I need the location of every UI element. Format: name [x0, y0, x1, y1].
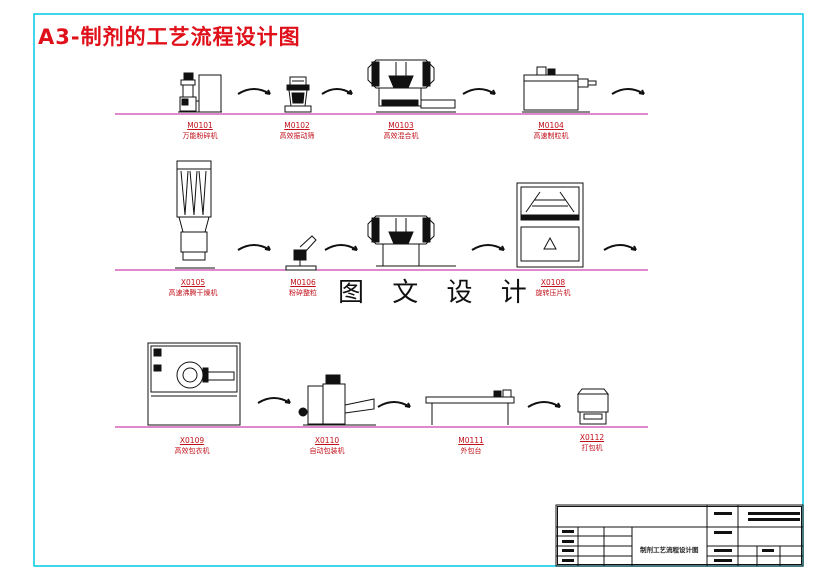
machine-name: 高效振动筛	[279, 132, 315, 140]
machine-name: 自动包装机	[309, 447, 345, 455]
machine-code: X0109	[179, 436, 205, 445]
machine-name: 旋转压片机	[535, 289, 571, 297]
machine-code: X0108	[540, 278, 566, 287]
machine-code: X0112	[579, 433, 605, 442]
strapping-icon	[576, 388, 610, 425]
machine-code: M0104	[538, 121, 564, 130]
dryer-icon	[175, 160, 215, 269]
flow-arrows	[237, 88, 645, 408]
mixer-icon	[367, 59, 456, 113]
machine-code: M0106	[290, 278, 316, 287]
title-block-drawing-name: 制剂工艺流程设计图	[640, 546, 699, 554]
machine-name: 高效包衣机	[174, 447, 210, 455]
grinder-icon	[285, 235, 317, 271]
machine-name: 高效混合机	[383, 132, 419, 140]
machine-code: M0111	[458, 436, 484, 445]
tablet-press-icon	[516, 182, 584, 268]
sheet-frame	[33, 13, 804, 567]
drawing-title: A3-制剂的工艺流程设计图	[38, 25, 301, 49]
machine-name: 粉碎整粒	[289, 289, 317, 297]
sieve-icon	[284, 76, 312, 113]
machine-code: X0110	[314, 436, 340, 445]
machine-name: 高速制粒机	[533, 132, 569, 140]
machine-name: 打包机	[581, 444, 603, 452]
table-icon	[425, 389, 515, 425]
machine-name: 高速沸腾干燥机	[168, 289, 218, 297]
machine-code: M0102	[284, 121, 310, 130]
machine-code: M0103	[388, 121, 414, 130]
granulator-icon	[522, 66, 597, 113]
machine-name: 万能粉碎机	[182, 132, 218, 140]
coating-icon	[147, 342, 241, 426]
mixer-icon	[367, 215, 456, 267]
machine-code: M0101	[187, 121, 213, 130]
mill-icon	[178, 72, 222, 113]
title-block	[555, 504, 804, 567]
packaging-icon	[298, 374, 376, 426]
watermark-text: 图 文 设 计	[336, 272, 539, 309]
machine-code: X0105	[180, 278, 206, 287]
machine-name: 外包台	[460, 447, 482, 455]
